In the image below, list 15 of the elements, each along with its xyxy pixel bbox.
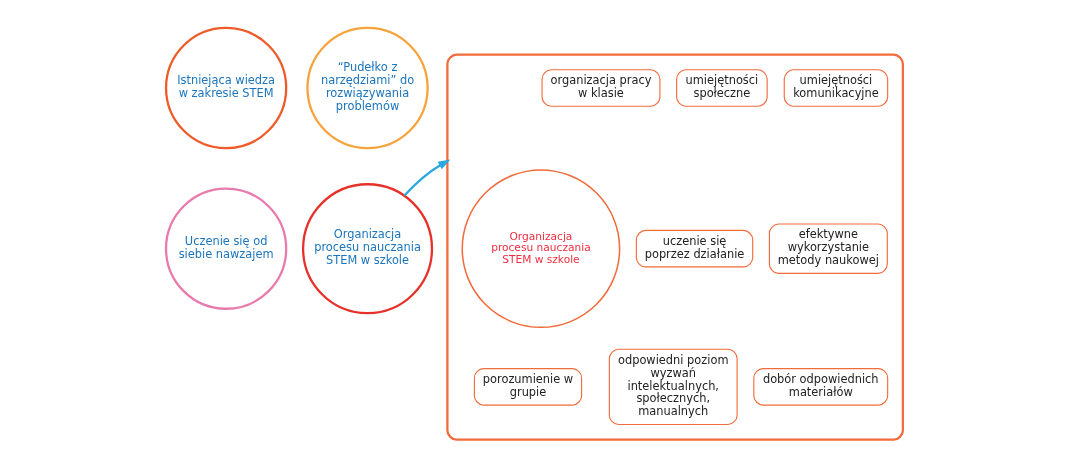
cluster: [446, 53, 904, 441]
arrow: [403, 159, 451, 197]
node-circle: Uczenie się od siebie nawzajem: [164, 187, 288, 310]
node-circle: “Pudełko z narzędziami” do rozwiązywania problemów: [306, 26, 429, 150]
node-circle: Organizacja procesu nauczania STEM w szkole: [461, 169, 621, 329]
node-box: umiejętności społeczne: [676, 69, 768, 107]
node-box: odpowiedni poziom wyzwań intelektualnych, społecznych, manualnych: [608, 348, 738, 426]
node-circle: Organizacja procesu nauczania STEM w szkole: [301, 183, 434, 315]
node-box: uczenie się poprzez działanie: [635, 229, 754, 268]
node-circle: Istniejąca wiedza w zakresie STEM: [164, 26, 288, 150]
node-box: umiejętności komunikacyjne: [783, 69, 889, 107]
node-box: porozumienie w grupie: [473, 368, 583, 406]
node-box: dobór odpowiednich materiałów: [753, 368, 889, 406]
node-box: organizacja pracy w klasie: [541, 69, 661, 107]
node-box: efektywne wykorzystanie metody naukowej: [768, 223, 888, 274]
